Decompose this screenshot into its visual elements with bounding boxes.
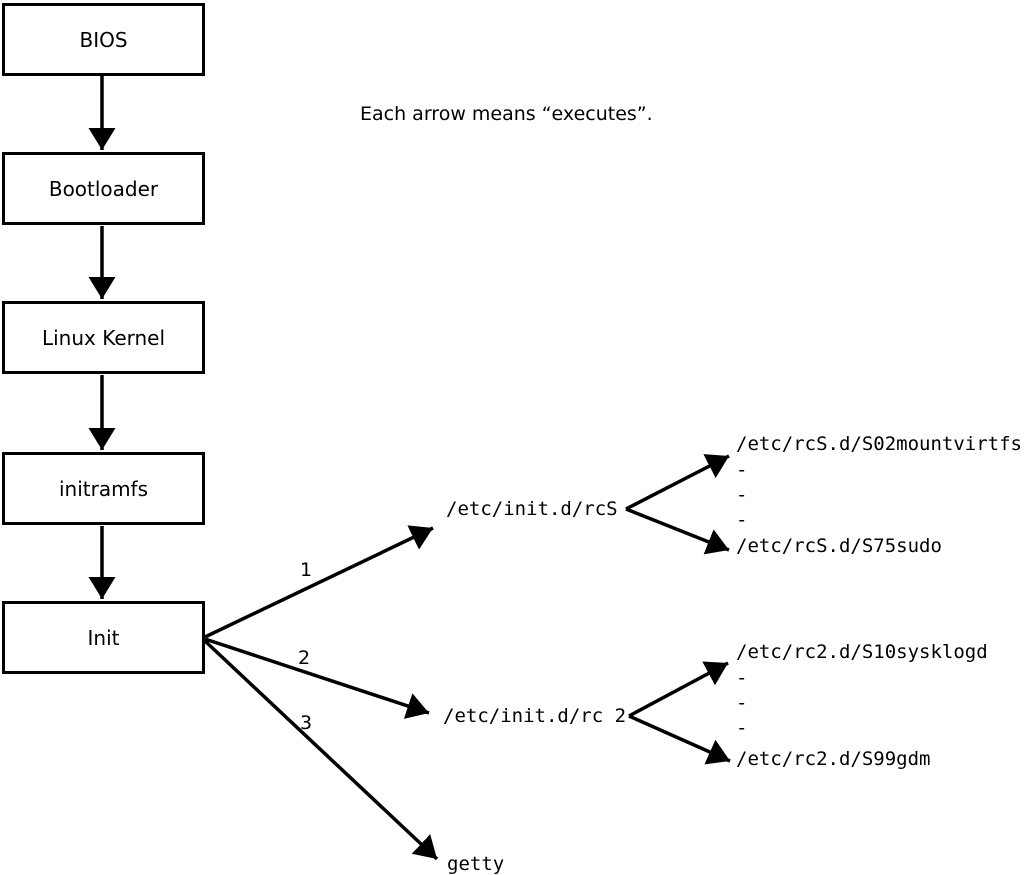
branch-number-2: 2 — [298, 647, 311, 669]
ellipsis-dash: - — [736, 667, 748, 689]
script-path-rcs: /etc/init.d/rcS — [446, 498, 618, 520]
flow-node-linux-kernel: Linux Kernel — [2, 301, 205, 374]
branch-number-3: 3 — [300, 712, 313, 734]
arrow-rcs-to-s75sudo — [625, 507, 730, 555]
script-path-s75sudo: /etc/rcS.d/S75sudo — [736, 535, 942, 557]
script-path-rc2: /etc/init.d/rc 2 — [443, 705, 627, 727]
flow-node-label: initramfs — [58, 476, 149, 501]
flow-node-label: Linux Kernel — [41, 325, 166, 350]
legend-note: Each arrow means “executes”. — [360, 103, 653, 125]
arrow-init-to-rc2 — [204, 637, 430, 719]
branch-number-1: 1 — [300, 559, 313, 581]
flow-node-label: Bootloader — [48, 176, 159, 201]
ellipsis-dash: - — [736, 509, 748, 531]
ellipsis-dash: - — [736, 484, 748, 506]
arrow-init-to-rcs — [204, 525, 434, 639]
ellipsis-dash: - — [736, 717, 748, 739]
flow-node-init: Init — [2, 601, 205, 674]
arrow-init-to-getty — [203, 639, 439, 861]
arrow-rcs-to-s02mountvirtfs — [625, 454, 730, 511]
ellipsis-dash: - — [736, 692, 748, 714]
script-path-getty: getty — [447, 853, 505, 875]
script-path-s99gdm: /etc/rc2.d/S99gdm — [736, 748, 931, 770]
flow-node-label: Init — [87, 625, 120, 650]
script-path-s02mountvirtfs: /etc/rcS.d/S02mountvirtfs — [736, 433, 1022, 455]
flow-node-bios: BIOS — [2, 3, 205, 76]
ellipsis-dash: - — [736, 459, 748, 481]
flow-node-bootloader: Bootloader — [2, 152, 205, 225]
script-path-s10sysklogd: /etc/rc2.d/S10sysklogd — [736, 641, 988, 663]
flow-node-label: BIOS — [79, 27, 128, 52]
arrow-rc2-to-s10sysklogd — [628, 661, 729, 718]
arrow-rc2-to-s99gdm — [628, 714, 731, 765]
flow-node-initramfs: initramfs — [2, 452, 205, 525]
